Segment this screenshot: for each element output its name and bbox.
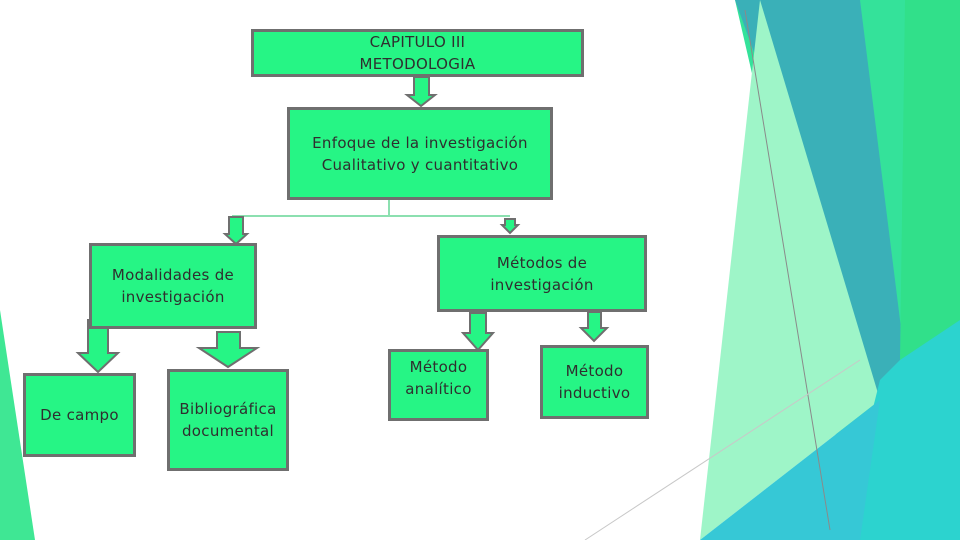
node-bibliographic-label: Bibliográfica documental [179, 400, 277, 440]
deco-cyan-shard [840, 300, 960, 540]
node-field: De campo [23, 373, 136, 457]
arrow-to-bibliographic [195, 331, 261, 369]
deco-cyan-lower [700, 400, 880, 540]
node-root-label: CAPITULO III METODOLOGIA [359, 33, 476, 73]
deco-line-1 [744, 9, 831, 531]
node-inductive-label: Método inductivo [558, 362, 631, 402]
node-bibliographic: Bibliográfica documental [167, 369, 289, 471]
node-analytic: Método analítico [388, 349, 489, 421]
node-analytic-label: Método analítico [405, 358, 472, 398]
arrow-to-modalities [222, 216, 250, 246]
node-methods-label: Métodos de investigación [490, 253, 594, 294]
arrow-root-to-approach [404, 76, 438, 108]
node-root: CAPITULO III METODOLOGIA [251, 29, 584, 77]
deco-line-2 [584, 359, 861, 540]
node-methods: Métodos de investigación [437, 235, 647, 312]
node-modalities-label: Modalidades de investigación [111, 266, 235, 306]
arrow-to-methods [499, 218, 521, 235]
node-field-label: De campo [40, 406, 119, 424]
node-approach: Enfoque de la investigación Cualitativo … [287, 107, 553, 200]
node-inductive: Método inductivo [540, 345, 649, 419]
node-modalities: Modalidades de investigación [89, 243, 257, 329]
deco-green-strip [900, 0, 960, 360]
arrow-to-inductive [578, 311, 610, 343]
deco-light-green-shard [700, 0, 880, 540]
deco-left-green-shard [0, 310, 35, 540]
node-approach-label: Enfoque de la investigación Cualitativo … [312, 133, 528, 174]
arrow-to-analytic [460, 312, 496, 352]
